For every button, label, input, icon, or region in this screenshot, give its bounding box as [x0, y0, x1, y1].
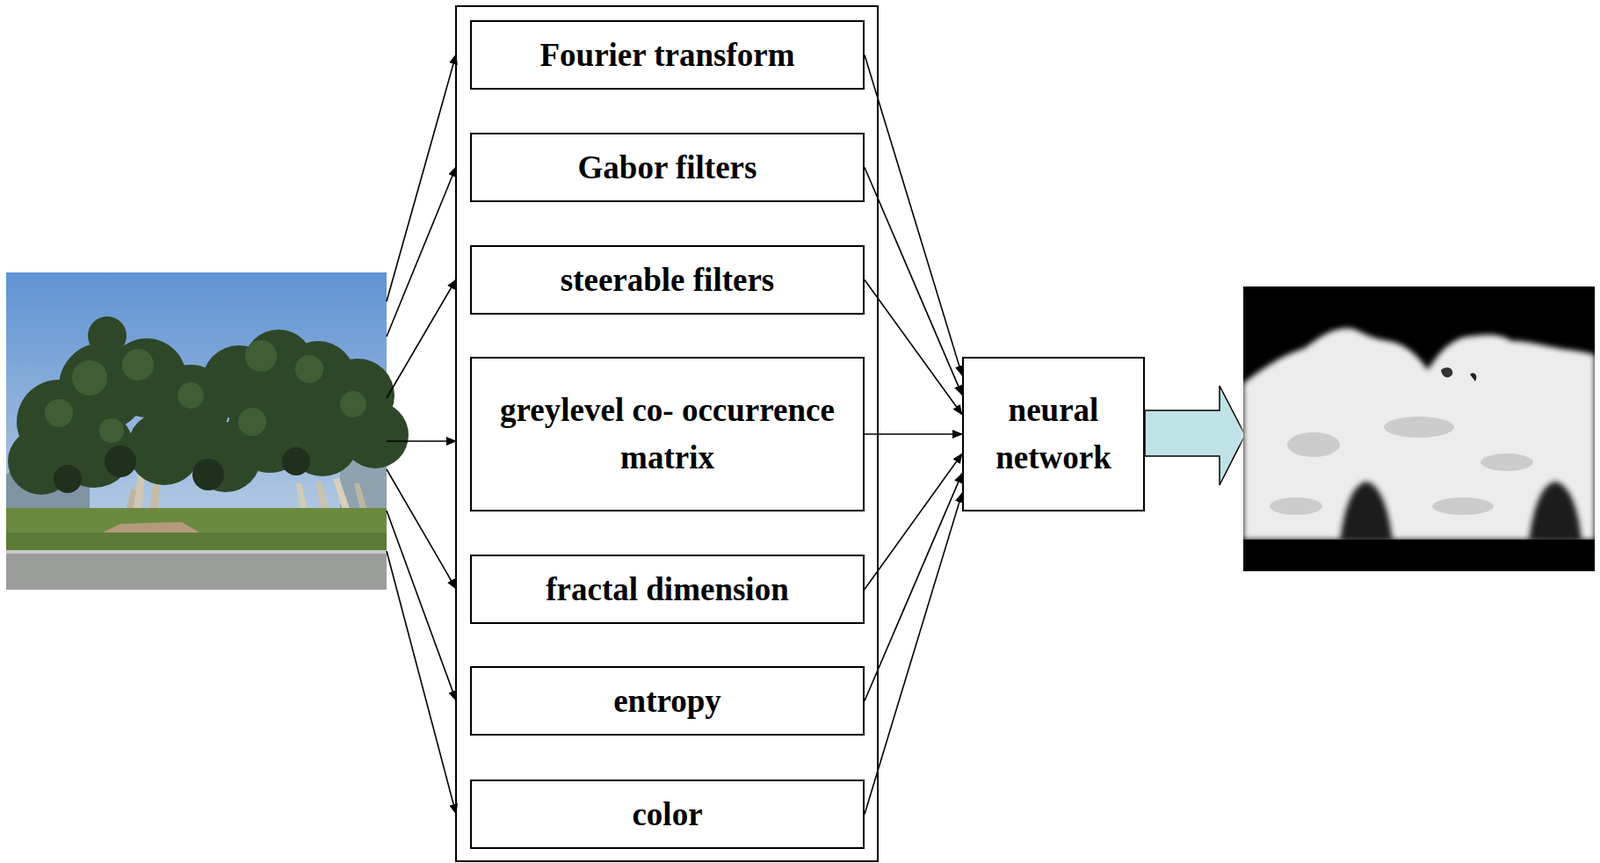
feature-box: color: [470, 779, 865, 849]
input-arrows: [386, 54, 457, 814]
box-label: entropy: [613, 677, 722, 725]
box-label: color: [631, 790, 703, 839]
box-label: steerable filters: [560, 256, 775, 305]
connector-arrow: [864, 167, 963, 396]
feature-box: steerable filters: [470, 245, 865, 315]
output-arrow: [1144, 385, 1246, 486]
feature-frame: [456, 6, 878, 862]
box-label: Gabor filters: [578, 144, 758, 192]
tree-photo: [6, 272, 409, 590]
feature-box: greylevel co- occurrence matrix: [470, 356, 865, 512]
feature-box: Fourier transform: [470, 20, 865, 90]
box-label: neural network: [972, 386, 1135, 481]
box-label: Fourier transform: [539, 31, 795, 80]
connector-arrow: [864, 453, 963, 589]
segmentation-mask: [1243, 286, 1595, 572]
connector-arrow: [864, 492, 963, 815]
connector-arrow: [864, 433, 963, 435]
connector-arrow: [864, 473, 963, 702]
feature-box: fractal dimension: [470, 554, 865, 624]
box-label: fractal dimension: [545, 565, 789, 614]
network-box: neural network: [962, 356, 1145, 512]
connector-arrow: [864, 55, 963, 377]
feature-box: Gabor filters: [470, 132, 865, 203]
box-label: greylevel co- occurrence matrix: [489, 386, 846, 481]
feature-box: entropy: [470, 666, 865, 736]
connector-arrow: [864, 280, 963, 415]
